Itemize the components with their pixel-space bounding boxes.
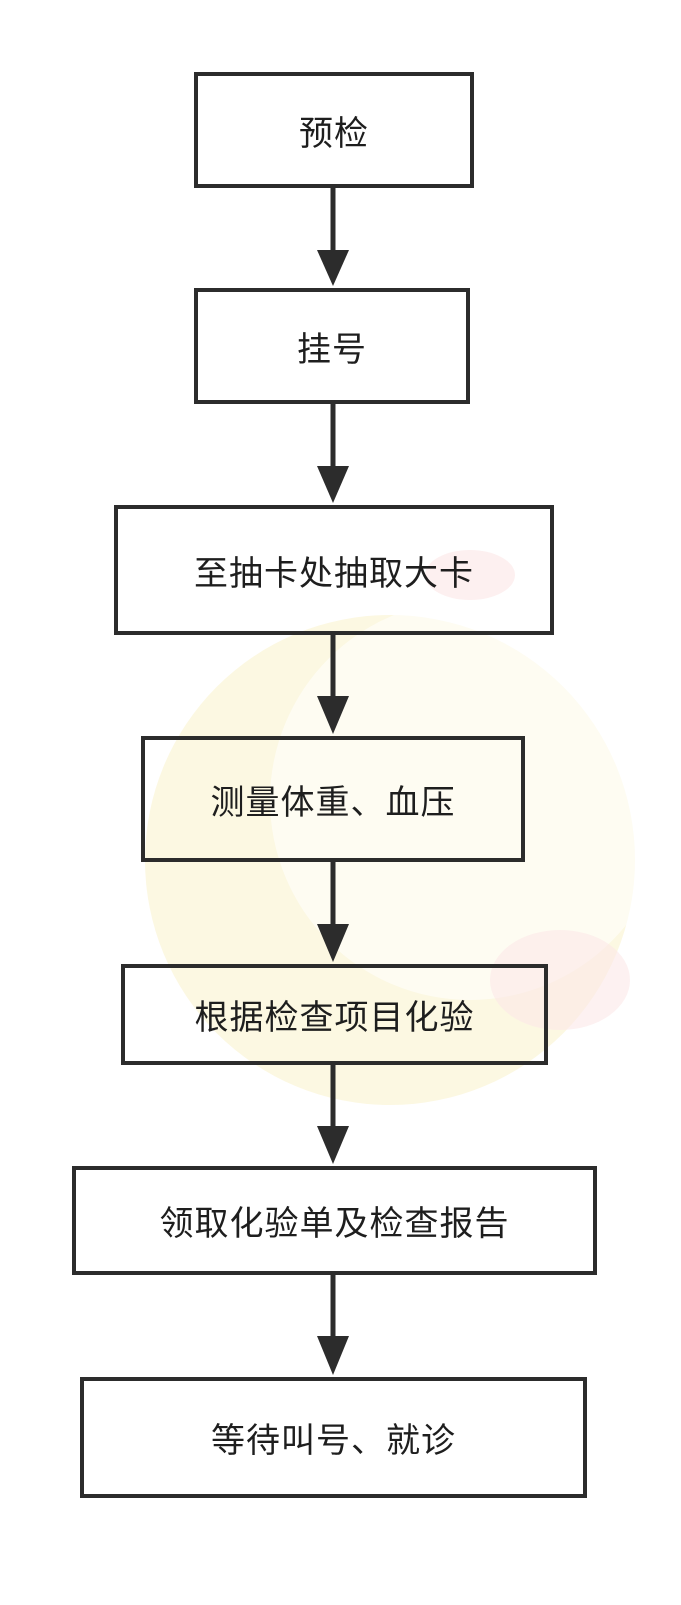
step-box-4: 测量体重、血压 [141,736,525,862]
step-label-1: 预检 [299,113,369,154]
arrow-6-head [317,1336,349,1375]
step-label-6: 领取化验单及检查报告 [159,1204,510,1244]
arrow-4-head [317,924,349,962]
step-box-7: 等待叫号、就诊 [80,1377,587,1498]
step-label-3: 至抽卡处抽取大卡 [194,553,474,594]
arrow-1-head [317,250,349,286]
arrow-5-head [317,1126,349,1164]
step-box-3: 至抽卡处抽取大卡 [114,505,554,635]
step-label-2: 挂号 [297,329,367,370]
step-box-2: 挂号 [194,288,470,404]
arrow-2-head [317,466,349,503]
step-box-5: 根据检查项目化验 [121,964,548,1065]
step-label-7: 等待叫号、就诊 [211,1421,456,1461]
step-box-6: 领取化验单及检查报告 [72,1166,597,1275]
arrow-3-head [317,696,349,734]
step-box-1: 预检 [194,72,474,188]
step-label-5: 根据检查项目化验 [194,998,475,1038]
step-label-4: 测量体重、血压 [210,782,456,823]
